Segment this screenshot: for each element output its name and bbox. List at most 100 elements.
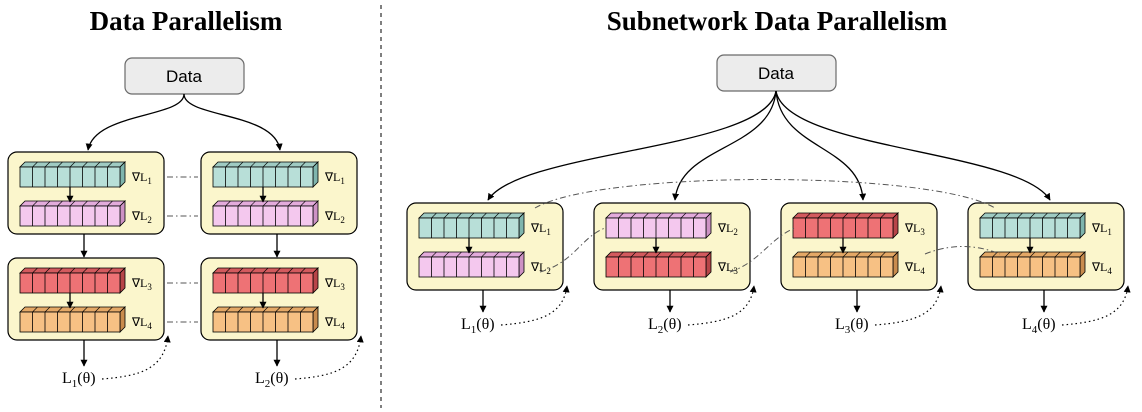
top-cell-divider bbox=[94, 161, 101, 168]
top-cell-divider bbox=[680, 212, 687, 219]
right-data-box: Data bbox=[716, 54, 837, 92]
top-cell-divider bbox=[1042, 251, 1048, 258]
top-cell-divider bbox=[1067, 251, 1073, 258]
top-cell-divider bbox=[630, 212, 637, 219]
top-cell-divider bbox=[69, 161, 76, 168]
top-cell-divider bbox=[237, 200, 244, 207]
left-loss-label: L2(θ) bbox=[255, 370, 289, 390]
top-cell-divider bbox=[94, 200, 101, 207]
top-cell-divider bbox=[830, 251, 836, 258]
top-cell-divider bbox=[237, 161, 244, 168]
top-cell-divider bbox=[300, 200, 306, 207]
top-cell-divider bbox=[668, 212, 674, 219]
right-loss-label: L2(θ) bbox=[648, 316, 682, 336]
top-cell-divider bbox=[1004, 251, 1011, 258]
block-side bbox=[705, 212, 712, 239]
top-cell-divider bbox=[275, 200, 281, 207]
top-cell-divider bbox=[275, 161, 281, 168]
top-cell-divider bbox=[468, 251, 475, 258]
gradient-label: ∇L1 bbox=[131, 170, 152, 186]
block-side bbox=[312, 161, 319, 188]
top-cell-divider bbox=[32, 306, 38, 313]
top-cell-divider bbox=[431, 251, 437, 258]
gradient-label: ∇L3 bbox=[324, 276, 345, 292]
right-group-2: ∇L2∇L3 bbox=[593, 202, 751, 291]
gradient-label: ∇L1 bbox=[1091, 221, 1112, 237]
right-loss-gradient-arrow bbox=[1061, 285, 1131, 326]
right-panel-title: Subnetwork Data Parallelism bbox=[607, 6, 948, 36]
top-cell-divider bbox=[618, 212, 624, 219]
top-cell-divider bbox=[655, 251, 662, 258]
top-cell-divider bbox=[237, 267, 244, 274]
block-side bbox=[518, 251, 525, 278]
connectors-layer bbox=[80, 90, 1051, 367]
left-group-1-0: ∇L1∇L2 bbox=[200, 151, 358, 235]
top-cell-divider bbox=[855, 251, 861, 258]
top-cell-divider bbox=[69, 306, 76, 313]
top-cell-divider bbox=[237, 306, 244, 313]
layer-block-orange bbox=[212, 306, 319, 333]
top-cell-divider bbox=[1017, 251, 1023, 258]
gradient-label: ∇L4 bbox=[131, 315, 152, 331]
gradient-label: ∇L4 bbox=[324, 315, 345, 331]
left-data-label: Data bbox=[166, 67, 202, 86]
top-cell-divider bbox=[506, 212, 512, 219]
top-cell-divider bbox=[57, 267, 63, 274]
top-cell-divider bbox=[107, 306, 113, 313]
top-cell-divider bbox=[805, 212, 811, 219]
block-side bbox=[705, 251, 712, 278]
left-loss-gradient-arrow bbox=[294, 335, 364, 380]
layer-block-cyan bbox=[212, 161, 319, 188]
gradient-label: ∇L1 bbox=[530, 221, 551, 237]
left-data-box: Data bbox=[124, 57, 245, 95]
top-cell-divider bbox=[82, 161, 88, 168]
groups-layer: ∇L1∇L2∇L3∇L4∇L1∇L2∇L3∇L4∇L1∇L2∇L2∇L3∇L3∇… bbox=[7, 151, 1125, 341]
top-cell-divider bbox=[468, 212, 475, 219]
top-cell-divider bbox=[300, 267, 306, 274]
data-to-group-4-arrow bbox=[775, 90, 1051, 201]
top-cell-divider bbox=[1054, 212, 1061, 219]
top-cell-divider bbox=[32, 267, 38, 274]
top-cell-divider bbox=[867, 212, 874, 219]
block-side bbox=[312, 267, 319, 294]
top-cell-divider bbox=[250, 161, 256, 168]
right-loss-label: L3(θ) bbox=[835, 316, 869, 336]
left-group-0-0: ∇L1∇L2 bbox=[7, 151, 165, 235]
gradient-label: ∇L4 bbox=[904, 260, 925, 276]
top-cell-divider bbox=[643, 212, 649, 219]
top-cell-divider bbox=[668, 251, 674, 258]
layer-block-orange bbox=[19, 306, 126, 333]
top-cell-divider bbox=[693, 251, 699, 258]
top-cell-divider bbox=[107, 200, 113, 207]
annotations-layer: L1(θ)L2(θ)L1(θ)L2(θ)L3(θ)L4(θ) bbox=[62, 176, 1131, 390]
layer-block-orange bbox=[792, 251, 899, 278]
gradient-label: ∇L2 bbox=[530, 260, 551, 276]
right-loss-gradient-arrow bbox=[500, 285, 570, 326]
block-side bbox=[518, 212, 525, 239]
right-loss-label: L4(θ) bbox=[1022, 316, 1056, 336]
right-data-label: Data bbox=[758, 64, 794, 83]
top-cell-divider bbox=[481, 251, 487, 258]
layer-block-pink bbox=[19, 200, 126, 227]
top-cell-divider bbox=[300, 161, 306, 168]
left-loss-gradient-arrow bbox=[101, 335, 171, 380]
block-side bbox=[119, 200, 126, 227]
right-group-4: ∇L1∇L4 bbox=[967, 202, 1125, 291]
top-cell-divider bbox=[1029, 251, 1036, 258]
gradient-label: ∇L3 bbox=[717, 260, 738, 276]
top-cell-divider bbox=[287, 161, 294, 168]
data-to-left-col-2-arrow bbox=[183, 93, 283, 151]
shared-red-link bbox=[729, 227, 796, 273]
top-cell-divider bbox=[1042, 212, 1048, 219]
layer-block-pink bbox=[418, 251, 525, 278]
gradient-label: ∇L3 bbox=[131, 276, 152, 292]
shared-orange-link bbox=[924, 246, 1001, 255]
top-cell-divider bbox=[506, 251, 512, 258]
top-cell-divider bbox=[817, 251, 824, 258]
top-cell-divider bbox=[275, 267, 281, 274]
top-cell-divider bbox=[44, 161, 51, 168]
top-cell-divider bbox=[250, 306, 256, 313]
top-cell-divider bbox=[287, 200, 294, 207]
top-cell-divider bbox=[44, 200, 51, 207]
block-side bbox=[312, 306, 319, 333]
